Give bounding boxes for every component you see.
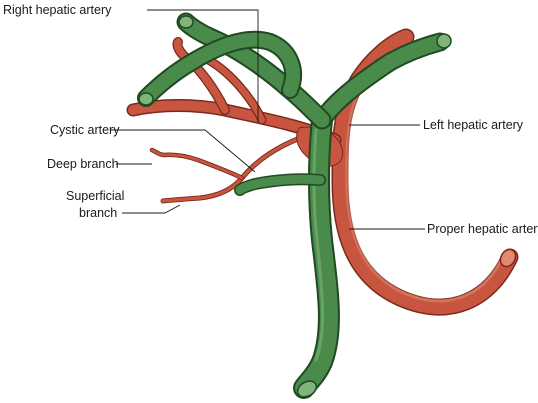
- labels: Right hepatic artery Cystic artery Deep …: [3, 3, 538, 236]
- leader-lines: [110, 9, 425, 230]
- label-superficial-line2: branch: [79, 206, 117, 220]
- cystic-artery-vessel: [149, 135, 303, 204]
- label-superficial-line1: Superficial: [66, 189, 124, 203]
- leader-right-hepatic: [147, 9, 259, 122]
- label-left-hepatic-artery: Left hepatic artery: [423, 118, 524, 132]
- duct-lumen-loop-end: [138, 92, 154, 106]
- leader-superficial: [122, 204, 181, 214]
- label-deep-branch: Deep branch: [47, 157, 119, 171]
- leader-cystic: [110, 129, 256, 173]
- duct-lumen-left-end: [436, 33, 452, 49]
- duct-lumen-top: [178, 15, 194, 29]
- duct-group: [137, 12, 450, 399]
- duct-lumen-bottom: [296, 380, 318, 398]
- label-cystic-artery: Cystic artery: [50, 123, 120, 137]
- artery-lumen-proper: [499, 248, 517, 268]
- label-right-hepatic-artery: Right hepatic artery: [3, 3, 112, 17]
- label-proper-hepatic-artery: Proper hepatic artery: [427, 222, 538, 236]
